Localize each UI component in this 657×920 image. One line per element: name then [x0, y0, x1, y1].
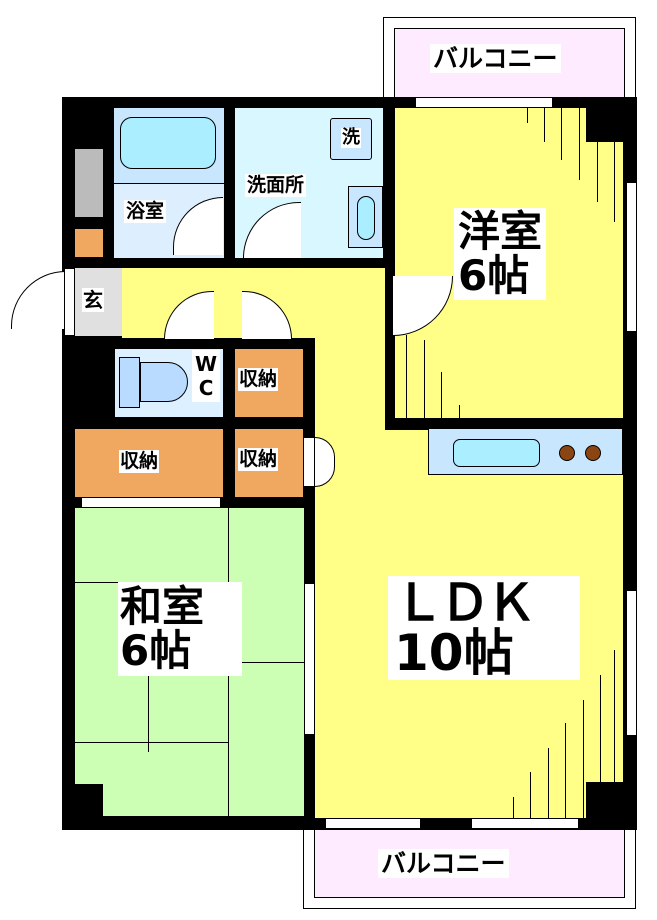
floor-line [424, 340, 425, 418]
balcony-bottom-label: バルコニー [378, 849, 509, 878]
ldk-label: ＬＤＫ 10帖 [388, 576, 580, 680]
floor-line [406, 335, 407, 418]
window-western-right [626, 182, 637, 332]
floor-line [614, 142, 615, 222]
japanese-room-corner-pillar [75, 784, 103, 816]
floor-line [459, 405, 460, 418]
floor-line [600, 675, 601, 820]
japanese-room-label-name: 和室 [120, 582, 205, 631]
tatami-line [75, 742, 228, 743]
washbasin [357, 196, 375, 240]
floor-line [527, 108, 528, 123]
western-room-label: 洋室 6帖 [454, 207, 547, 301]
tatami-line [148, 662, 149, 752]
meter-box [75, 229, 103, 257]
floor-line [583, 700, 584, 820]
wc-label: W C [192, 350, 221, 402]
tatami-line [228, 662, 304, 663]
washroom-label: 洗面所 [245, 174, 307, 197]
wc-label-c: C [198, 376, 214, 400]
floor-line [561, 108, 562, 160]
floor-line [579, 108, 580, 180]
floor-line [614, 650, 615, 820]
toilet-bowl [140, 362, 188, 402]
ldk-label-size: 10帖 [394, 624, 514, 682]
bath-label: 浴室 [124, 200, 167, 223]
shoe-cabinet [75, 149, 103, 217]
kitchen-sink [453, 439, 540, 467]
washer-label: 洗 [341, 127, 361, 148]
window-japanese-top [81, 497, 221, 508]
ldk-label-name: ＬＤＫ [394, 574, 536, 632]
storage-mid-door[interactable] [303, 437, 315, 487]
corridor-floor-2 [315, 268, 385, 438]
stove-burner-icon [559, 445, 575, 461]
balcony-top-label: バルコニー [430, 44, 561, 73]
storage-wc-label: 収納 [238, 368, 279, 391]
window-ldk-right [626, 590, 637, 736]
toilet-tank [119, 357, 140, 408]
entrance-door-frame [64, 268, 75, 336]
entrance-door[interactable] [11, 271, 66, 329]
western-room-corner-pillar [586, 97, 626, 142]
bathtub [120, 117, 216, 169]
floor-line [441, 372, 442, 418]
window-ldk-bottom-1 [325, 818, 421, 829]
window-ldk-bottom-2 [471, 818, 579, 829]
western-room-label-name: 洋室 [458, 207, 543, 256]
japanese-room-label-size: 6帖 [120, 626, 192, 676]
entrance-label: 玄 [82, 288, 104, 312]
western-room-label-size: 6帖 [458, 251, 530, 301]
storage-left-label: 収納 [119, 450, 160, 473]
floor-line [597, 142, 598, 202]
floor-line [544, 108, 545, 142]
stove-burner-icon [585, 445, 601, 461]
wc-label-w: W [195, 352, 218, 376]
window-balcony-top [415, 97, 553, 108]
floor-line [530, 772, 531, 820]
floor-line [565, 723, 566, 820]
storage-mid-label: 収納 [238, 448, 279, 471]
sliding-door-japanese-ldk[interactable] [304, 583, 315, 735]
floor-line [513, 797, 514, 820]
floor-line [548, 748, 549, 820]
japanese-room-label: 和室 6帖 [118, 582, 242, 677]
ldk-corner-pillar [586, 782, 626, 827]
